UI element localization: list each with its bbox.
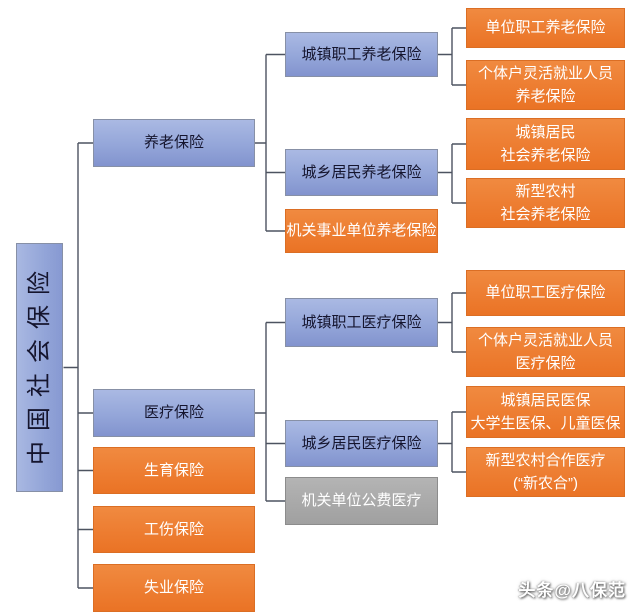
node-urban-worker-medical: 城镇职工医疗保险 [285,298,438,347]
node-self-employed-pension: 个体户灵活就业人员 养老保险 [466,60,625,110]
node-label: 机关单位公费医疗 [301,492,422,509]
connector-resident-pension-children [438,143,466,204]
node-government-free-medical: 机关单位公费医疗 [285,477,438,525]
node-label-line1: 新型农村 [515,183,576,200]
node-label: 工伤保险 [143,520,204,538]
connector-urban-worker-medical-children [438,292,466,353]
node-label-line1: 新型农村合作医疗 [485,452,606,469]
node-urban-resident-student-child-medical: 城镇居民医保 大学生医保、儿童医保 [466,386,625,438]
node-label: 失业保险 [143,579,204,596]
node-urban-resident-social-pension: 城镇居民 社会养老保险 [466,118,625,170]
node-label: 单位职工医疗保险 [485,284,606,301]
node-root-label: 中国社会保险 [25,260,53,465]
node-label: 机关事业单位养老保险 [286,222,437,239]
node-label: 单位职工养老保险 [485,19,606,36]
watermark-toutiao-babaofan: 头条@八保范 [518,581,626,600]
connector-urban-worker-pension-children [438,27,466,86]
node-label: 城镇职工医疗保险 [301,313,422,331]
node-label: 医疗保险 [143,404,204,421]
node-label-line2: 社会养老保险 [500,206,591,223]
node-unit-worker-medical: 单位职工医疗保险 [466,270,625,316]
node-label: 城乡居民医疗保险 [301,434,422,452]
node-root-china-social-insurance: 中国社会保险 [16,243,63,492]
node-unemployment-insurance: 失业保险 [93,564,255,612]
node-medical-insurance: 医疗保险 [93,389,255,437]
node-label: 生育保险 [143,461,204,479]
connector-resident-medical-children [438,411,466,473]
node-new-rural-social-pension: 新型农村 社会养老保险 [466,178,625,228]
node-label: 养老保险 [143,134,204,151]
node-self-employed-medical: 个体户灵活就业人员 医疗保险 [466,327,625,377]
node-label-line1: 城镇居民 [515,124,576,141]
node-label-line2: 养老保险 [515,88,576,105]
node-label: 城乡居民养老保险 [301,163,422,181]
connector-medical-children [255,321,285,502]
node-urban-worker-pension: 城镇职工养老保险 [285,32,438,77]
node-label-line2: 医疗保险 [515,355,576,372]
node-urban-rural-resident-pension: 城乡居民养老保险 [285,149,438,196]
node-label-line2: (“新农合”) [513,475,578,492]
node-label-line1: 个体户灵活就业人员 [477,65,613,82]
connector-root-trunk [63,142,93,589]
connector-pension-children [255,53,285,232]
node-label-line2: 大学生医保、儿童医保 [470,415,621,432]
node-label-line2: 社会养老保险 [500,147,591,164]
node-label-line1: 个体户灵活就业人员 [477,332,613,349]
node-pension-insurance: 养老保险 [93,119,255,167]
node-new-rural-cooperative-medical: 新型农村合作医疗 (“新农合”) [466,447,625,497]
node-unit-worker-pension: 单位职工养老保险 [466,8,625,48]
node-label: 城镇职工养老保险 [301,45,422,63]
node-urban-rural-resident-medical: 城乡居民医疗保险 [285,420,438,467]
node-government-institution-pension: 机关事业单位养老保险 [285,209,438,253]
node-maternity-insurance: 生育保险 [93,447,255,494]
node-label-line1: 城镇居民医保 [500,392,591,409]
node-work-injury-insurance: 工伤保险 [93,506,255,553]
